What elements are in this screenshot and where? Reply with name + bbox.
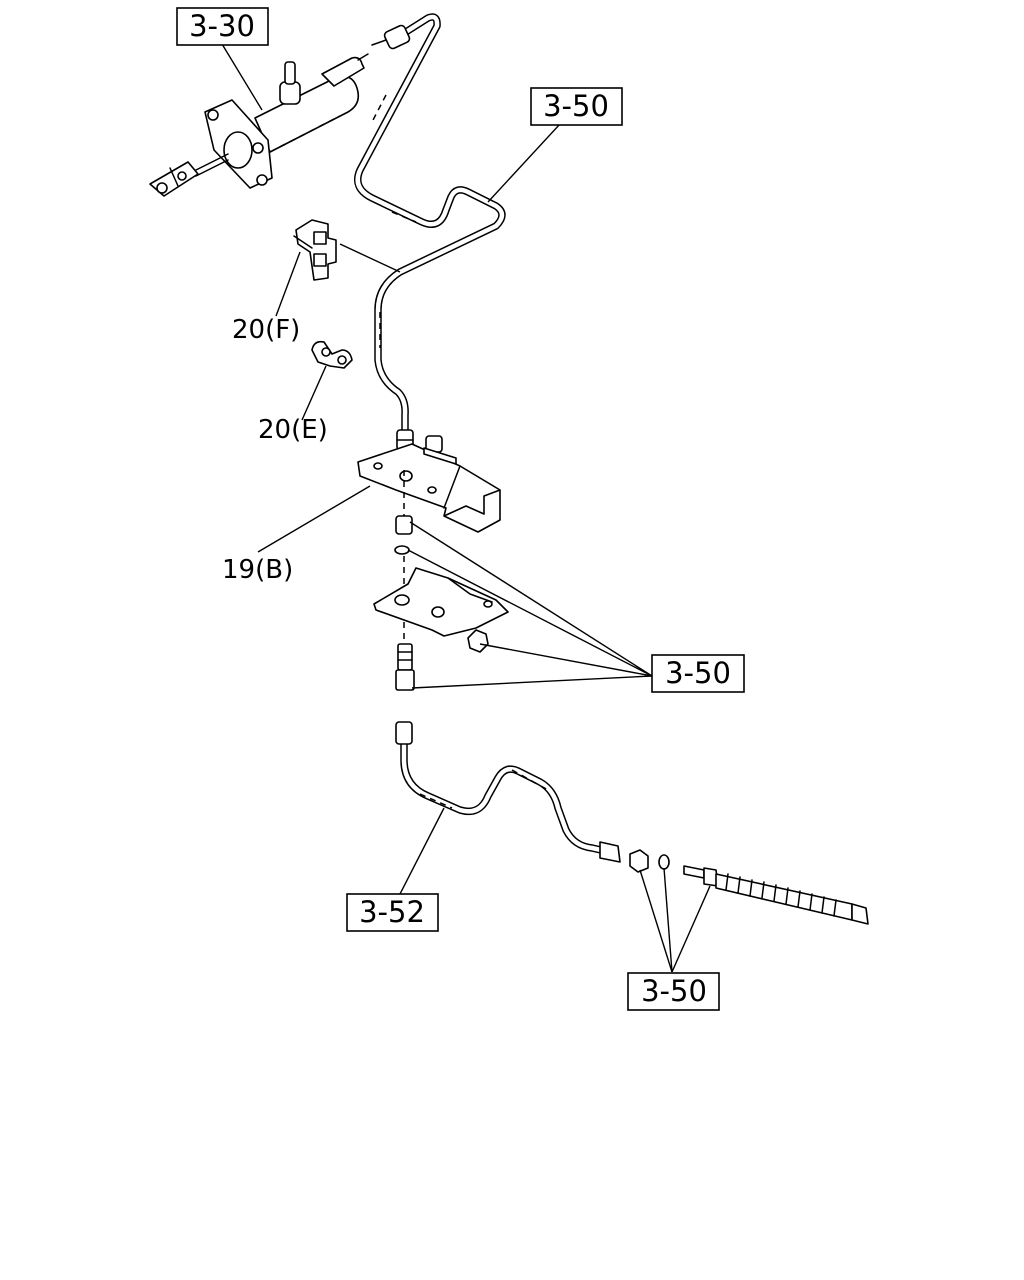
- part-label-19b: 19(B): [222, 555, 293, 585]
- lower-pipe: [395, 721, 621, 863]
- upper-pipe: [354, 13, 506, 451]
- clip-icon: [293, 219, 337, 281]
- part-label-20e: 20(E): [258, 415, 328, 445]
- bracket-icon: [373, 567, 509, 637]
- washer-icon: [658, 854, 670, 870]
- nut-icon: [629, 849, 649, 873]
- clip-icon: [311, 340, 353, 369]
- callout-label: 3-50: [665, 656, 731, 690]
- callout-label: 3-52: [359, 895, 425, 929]
- callout-3-30[interactable]: 3-30: [176, 7, 269, 46]
- leader-lines: [221, 43, 711, 973]
- nut-icon: [467, 629, 489, 653]
- bracket-icon: [357, 435, 501, 533]
- callout-3-52[interactable]: 3-52: [346, 893, 439, 932]
- callout-label: 3-30: [189, 9, 255, 43]
- callout-3-50-top[interactable]: 3-50: [530, 87, 623, 126]
- hose-icon: [683, 865, 869, 925]
- nut-icon: [395, 515, 413, 535]
- callout-label: 3-50: [543, 89, 609, 123]
- callout-3-50-mid[interactable]: 3-50: [651, 654, 745, 693]
- part-label-20f: 20(F): [232, 315, 300, 345]
- master-cylinder-icon: [149, 53, 369, 197]
- callout-3-50-bottom[interactable]: 3-50: [627, 972, 720, 1011]
- washer-icon: [394, 545, 410, 555]
- bolt-icon: [395, 643, 415, 691]
- callout-label: 3-50: [641, 974, 707, 1008]
